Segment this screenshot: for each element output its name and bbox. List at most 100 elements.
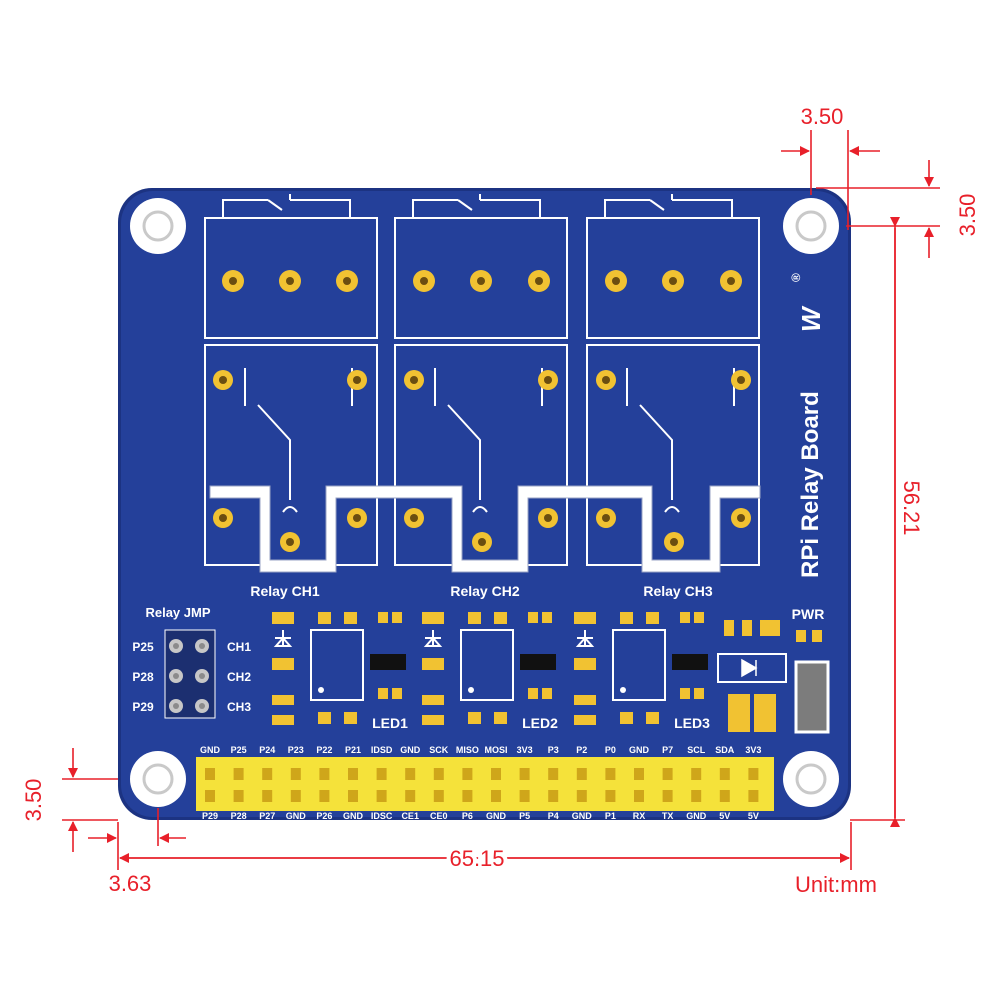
driver-circuit-3 (574, 612, 708, 725)
header-bottom-label: GND (572, 811, 593, 821)
header-pin (519, 768, 530, 780)
header-pin (462, 768, 473, 780)
header-top-label: MISO (456, 745, 479, 755)
relay-channel-1 (204, 194, 378, 566)
jumper-right-2: CH2 (227, 670, 251, 684)
relay-label-ch3: Relay CH3 (643, 583, 712, 599)
header-pin (634, 768, 644, 780)
led-label-1: LED1 (372, 715, 408, 731)
header-pin (719, 768, 730, 780)
jumper-title: Relay JMP (145, 605, 210, 620)
jumper-right-3: CH3 (227, 700, 251, 714)
header-pin (605, 768, 616, 780)
header-top-label: MOSI (484, 745, 507, 755)
header-bottom-label: P27 (259, 811, 275, 821)
board-title: RPi Relay Board (797, 391, 824, 578)
header-top-label: SCL (687, 745, 706, 755)
header-bottom-label: P1 (605, 811, 616, 821)
header-pin (433, 768, 444, 780)
jumper-left-2: P28 (132, 670, 154, 684)
header-pin (233, 768, 244, 780)
header-bottom-label: 5V (748, 811, 759, 821)
header-pin (290, 790, 301, 802)
header-pin (662, 790, 673, 802)
header-top-label: SCK (429, 745, 449, 755)
header-top-label: P3 (548, 745, 559, 755)
mounting-holes (130, 198, 839, 807)
header-pin (376, 790, 387, 802)
header-top-label: 3V3 (745, 745, 761, 755)
led-label-3: LED3 (674, 715, 710, 731)
jumper-left-3: P29 (132, 700, 154, 714)
header-bottom-label: P6 (462, 811, 473, 821)
dim-bottom-x: 3.63 (109, 871, 152, 896)
relay-jumper: Relay JMP P25 P28 P29 CH1 CH2 CH3 (132, 605, 251, 719)
header-bottom-label: GND (686, 811, 707, 821)
header-top-label: P21 (345, 745, 361, 755)
relay-label-ch1: Relay CH1 (250, 583, 319, 599)
dim-height: 56.21 (899, 480, 924, 535)
header-pin (262, 768, 273, 780)
header-pin (491, 790, 501, 802)
header-pin (548, 790, 559, 802)
power-section: PWR (717, 606, 830, 734)
header-bottom-label: P29 (202, 811, 218, 821)
terminal-pads (213, 270, 751, 552)
header-top-label: P7 (662, 745, 673, 755)
header-pin (262, 790, 273, 802)
header-bottom-label: IDSC (371, 811, 393, 821)
isolation-slot (209, 485, 761, 573)
header-bottom-label: GND (343, 811, 364, 821)
header-pin (605, 790, 616, 802)
header-pin (691, 790, 702, 802)
header-pin (491, 768, 501, 780)
header-bottom-label: TX (662, 811, 674, 821)
header-pin (748, 768, 759, 780)
header-top-label: P2 (576, 745, 587, 755)
relay-channel-3 (586, 194, 760, 566)
header-top-label: GND (400, 745, 421, 755)
header-bottom-label: CE1 (401, 811, 419, 821)
header-pin (233, 790, 244, 802)
header-bottom-label: GND (286, 811, 307, 821)
dim-width: 65.15 (449, 846, 504, 871)
header-bottom-label: P5 (519, 811, 530, 821)
header-top-label: P0 (605, 745, 616, 755)
header-pin (319, 768, 330, 780)
header-pin (319, 790, 330, 802)
header-top-label: GND (629, 745, 650, 755)
jumper-right-1: CH1 (227, 640, 251, 654)
dim-top-x: 3.50 (801, 104, 844, 129)
header-top-label: IDSD (371, 745, 393, 755)
header-pin (519, 790, 530, 802)
header-pin (576, 790, 587, 802)
relay-label-ch2: Relay CH2 (450, 583, 519, 599)
header-pin (376, 768, 387, 780)
header-bottom-label: GND (486, 811, 507, 821)
header-bottom-label: 5V (719, 811, 730, 821)
dim-top-y: 3.50 (955, 194, 980, 237)
driver-circuit-1 (272, 612, 406, 725)
header-top-label: P22 (316, 745, 332, 755)
unit-label: Unit:mm (795, 872, 877, 897)
header-pin (662, 768, 673, 780)
registered-mark: ® (789, 273, 803, 282)
header-pin (576, 768, 587, 780)
header-pin (433, 790, 444, 802)
header-pin (348, 790, 358, 802)
header-bottom-label: CE0 (430, 811, 448, 821)
header-top-label: P24 (259, 745, 275, 755)
led-label-2: LED2 (522, 715, 558, 731)
header-pin (348, 768, 358, 780)
header-pin (719, 790, 730, 802)
header-bottom-label: P26 (316, 811, 332, 821)
header-top-label: P25 (231, 745, 247, 755)
header-bottom-label: P4 (548, 811, 559, 821)
header-bottom-label: RX (633, 811, 646, 821)
header-pin (205, 768, 215, 780)
dimension-annotations: 3.50 3.50 56.21 3.50 3.63 65.15 Unit:mm (21, 104, 980, 897)
dim-left-y: 3.50 (21, 779, 46, 822)
header-pin (205, 790, 215, 802)
